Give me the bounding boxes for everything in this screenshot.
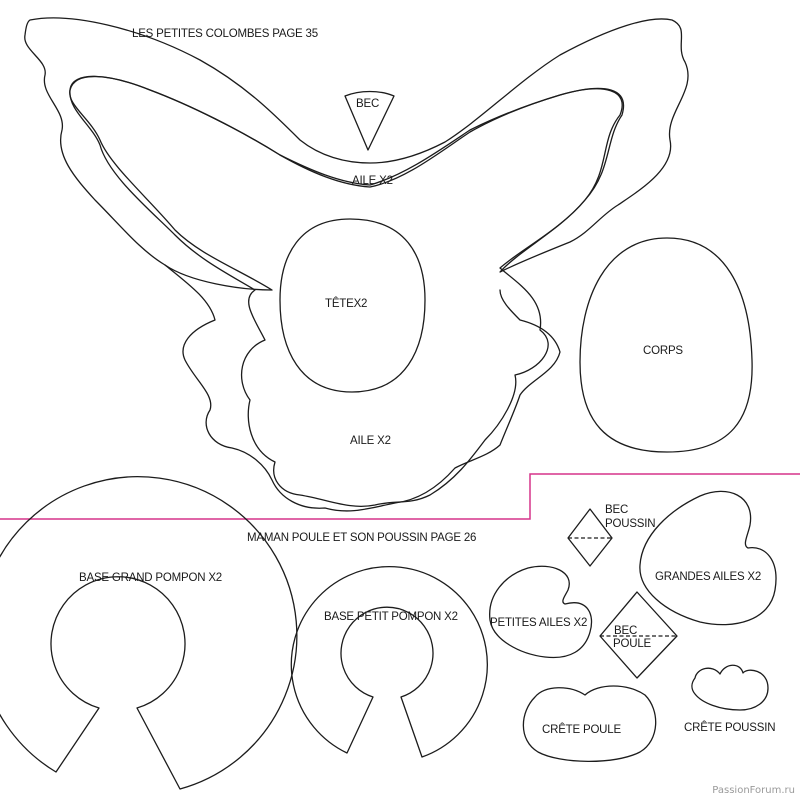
- bec-label: BEC: [356, 98, 379, 110]
- base-grand-pompon-label: BASE GRAND POMPON X2: [79, 572, 222, 584]
- petites-ailes-label: PETITES AILES X2: [490, 617, 587, 629]
- bec-poussin-label-line1: BEC: [605, 504, 628, 516]
- grandes-ailes-piece: [639, 490, 777, 626]
- crete-poule-piece: [522, 685, 657, 762]
- crete-poule-label: CRÊTE POULE: [542, 723, 621, 736]
- section-divider: [0, 473, 800, 520]
- tete-piece: [279, 218, 426, 393]
- bec-poule-label-line1: BEC: [614, 625, 637, 637]
- wing-outer-edge: [164, 264, 561, 512]
- aile-lower-label: AILE X2: [350, 435, 391, 447]
- watermark: PassionForum.ru: [712, 785, 795, 796]
- bec-poule-piece: [599, 591, 678, 679]
- bec-poussin-label-line2: POUSSIN: [605, 518, 655, 530]
- petites-ailes-piece: [489, 565, 593, 659]
- tete-label: TÊTEX2: [325, 297, 367, 310]
- bec-poule-label-line2: POULE: [613, 638, 652, 650]
- bec-poussin-piece: [567, 508, 613, 567]
- base-grand-pompon-piece: [0, 476, 298, 790]
- corps-label: CORPS: [643, 345, 683, 357]
- bec-piece: [344, 90, 395, 151]
- crete-poussin-label: CRÊTE POUSSIN: [684, 721, 775, 734]
- base-petit-pompon-label: BASE PETIT POMPON X2: [324, 611, 458, 623]
- lower-wing-piece: [69, 75, 625, 507]
- hen-section-title: MAMAN POULE ET SON POUSSIN PAGE 26: [247, 532, 476, 544]
- upper-wing-piece: [24, 17, 689, 291]
- corps-piece: [579, 237, 753, 453]
- base-petit-pompon-piece: [290, 566, 488, 758]
- crete-poussin-piece: [691, 664, 769, 711]
- grandes-ailes-label: GRANDES AILES X2: [655, 571, 761, 583]
- doves-section-title: LES PETITES COLOMBES PAGE 35: [132, 28, 318, 40]
